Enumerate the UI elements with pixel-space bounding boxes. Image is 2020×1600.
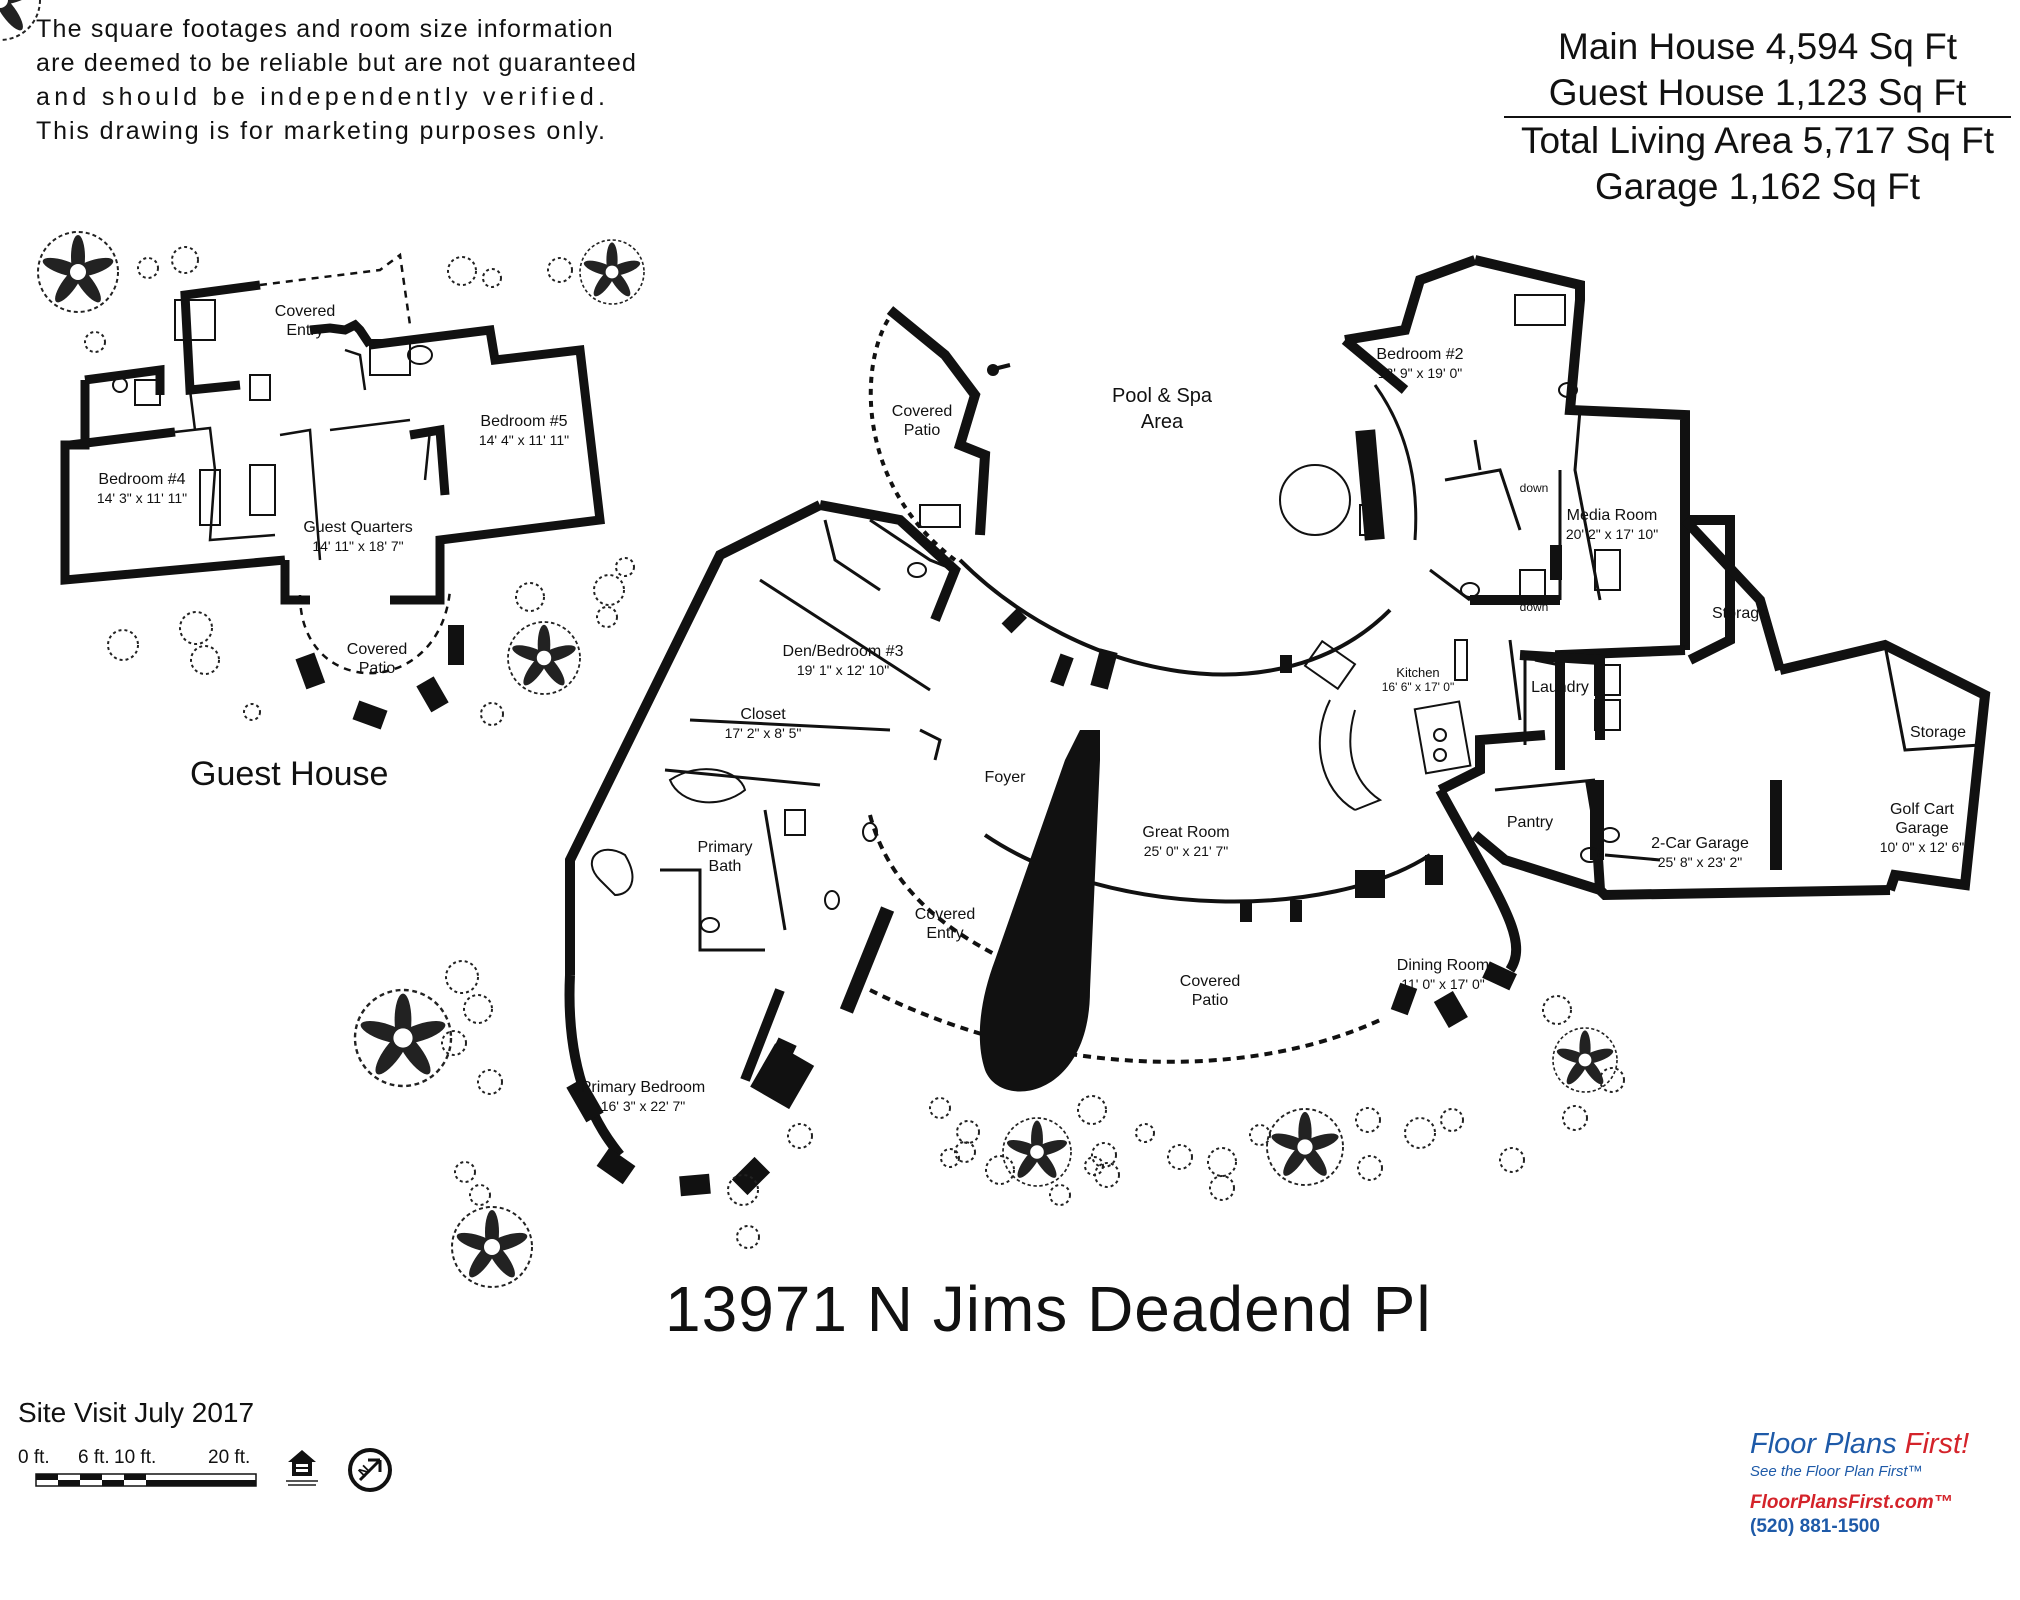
disclaimer-line: The square footages and room size inform…	[36, 15, 614, 43]
tree-icon	[37, 231, 119, 313]
scale-label-0: 0 ft.	[18, 1447, 50, 1468]
scale-label-10: 10 ft.	[114, 1447, 157, 1468]
brand-phone: (520) 881-1500	[1750, 1516, 1880, 1537]
stairs-down-label: down	[1519, 481, 1549, 495]
tree-icon	[1266, 1108, 1344, 1186]
north-arrow-icon: N	[348, 1448, 392, 1492]
tree-icon	[451, 1206, 533, 1288]
storage-label: Storage	[1711, 605, 1769, 622]
landscaping	[0, 0, 41, 41]
tree-icon	[579, 239, 645, 305]
kitchen-fixtures	[1303, 639, 1472, 811]
property-address: 13971 N Jims Deadend Pl	[665, 1273, 1432, 1345]
laundry-label: Laundry	[1531, 679, 1589, 696]
disclaimer-line: This drawing is for marketing purposes o…	[36, 117, 607, 145]
main-house-interior-walls	[660, 384, 1981, 952]
equal-housing-icon	[286, 1450, 318, 1486]
shrubs	[84, 246, 1625, 1249]
main-house-area: Main House 4,594 Sq Ft	[1558, 26, 1957, 67]
site-visit-date: Site Visit July 2017	[18, 1397, 255, 1428]
guest-house-interior	[174, 252, 452, 675]
foyer-label: Foyer	[984, 769, 1026, 786]
bath-fixtures	[590, 294, 1621, 933]
disclaimer-line: are deemed to be reliable but are not gu…	[36, 49, 638, 77]
divider	[1504, 116, 2011, 118]
tree-icon	[507, 621, 581, 695]
guest-house-area: Guest House 1,123 Sq Ft	[1548, 72, 1967, 113]
brand-url[interactable]: FloorPlansFirst.com™	[1750, 1492, 1953, 1513]
pantry-label: Pantry	[1506, 814, 1554, 831]
tree-icon	[1552, 1027, 1618, 1093]
main-house-wall-blocks	[566, 364, 1782, 1197]
disclaimer: The square footages and room size inform…	[36, 12, 676, 148]
stairs-down-label: down	[1519, 600, 1549, 614]
garage-area: Garage 1,162 Sq Ft	[1595, 166, 1920, 207]
tree-icon	[0, 0, 41, 41]
brand-logo: Floor Plans First!	[1750, 1428, 1970, 1460]
storage-label: Storage	[1909, 724, 1967, 741]
guest-house-title: Guest House	[190, 755, 389, 793]
scale-label-6: 6 ft.	[78, 1447, 110, 1468]
tree-icon	[353, 988, 453, 1088]
area-summary: Main House 4,594 Sq Ft Guest House 1,123…	[1500, 24, 2015, 210]
tree-icon	[1002, 1117, 1072, 1187]
scale-bar	[35, 1473, 257, 1487]
brand-block: Floor Plans First! See the Floor Plan Fi…	[1750, 1428, 1990, 1538]
guest-house-fixtures	[112, 299, 433, 526]
scale-label-20: 20 ft.	[208, 1447, 251, 1468]
brand-tagline: See the Floor Plan First™	[1750, 1463, 1923, 1480]
total-living-area: Total Living Area 5,717 Sq Ft	[1520, 120, 1995, 161]
guest-house-wall-blocks	[295, 625, 464, 730]
disclaimer-line: and should be independently verified.	[36, 83, 610, 111]
